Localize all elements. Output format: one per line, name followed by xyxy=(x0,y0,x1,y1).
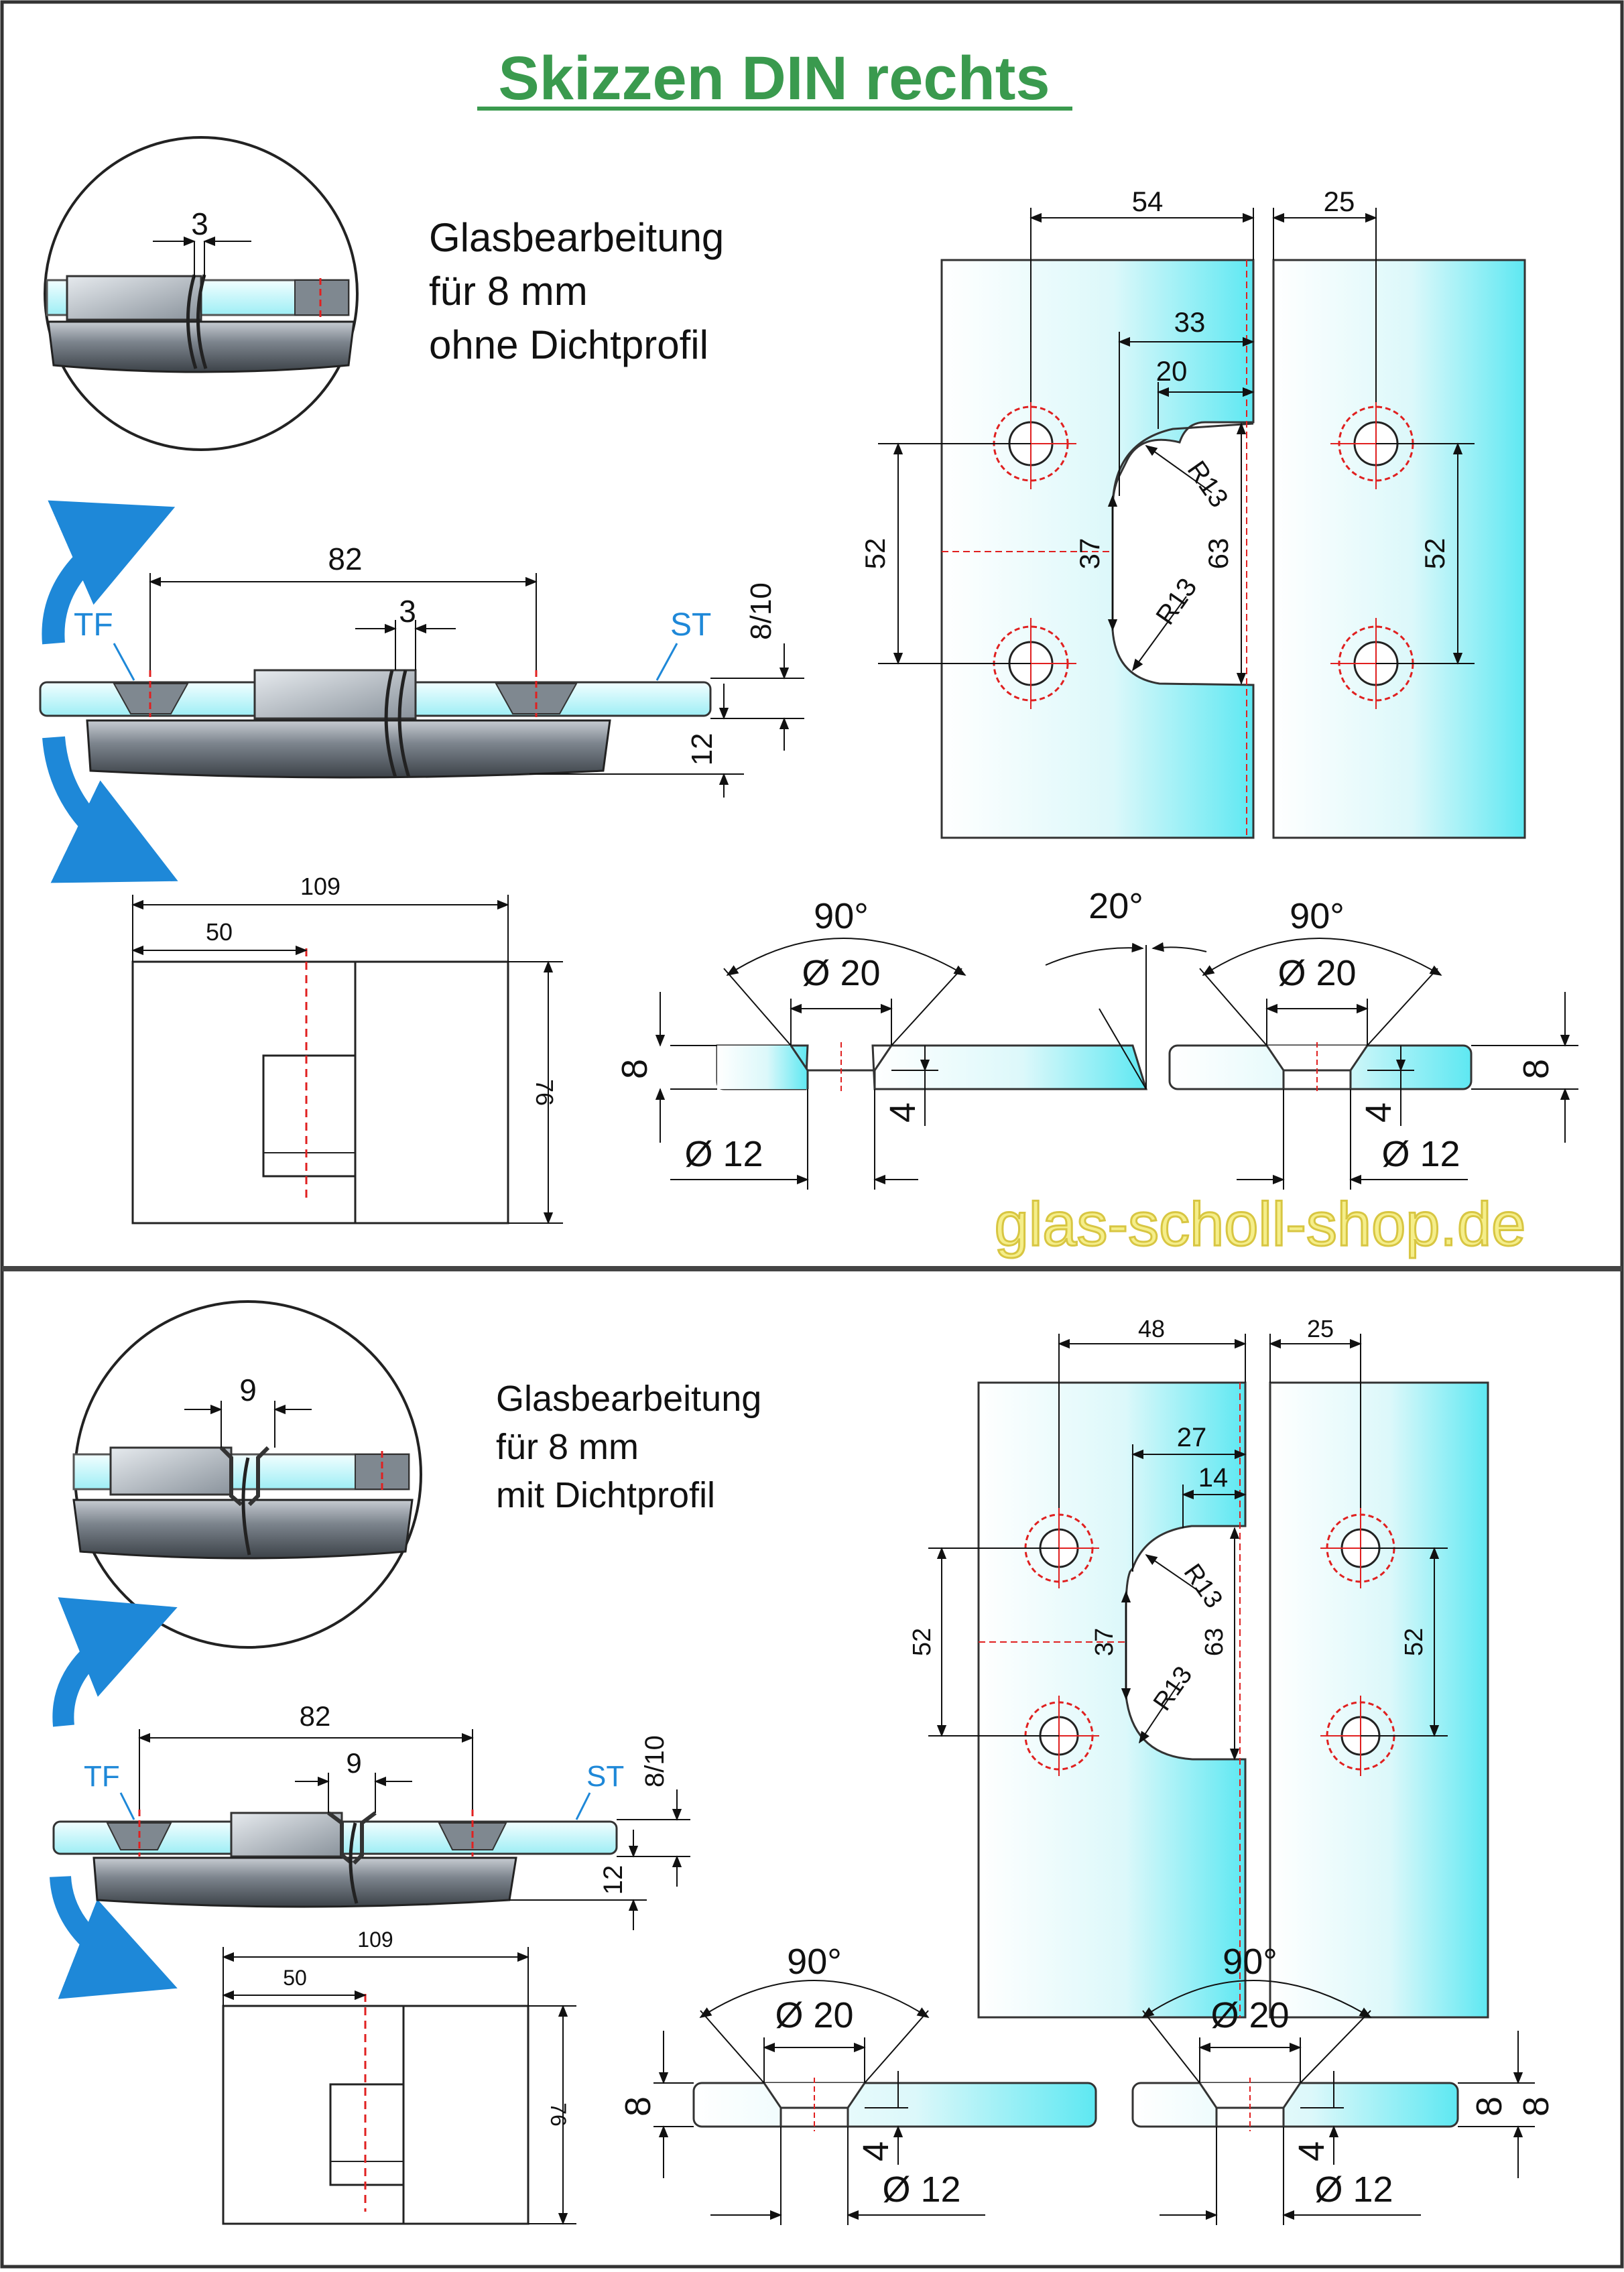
top-hinge-span: 82 xyxy=(328,542,362,576)
top-detail-circle: 3 xyxy=(44,136,359,451)
bottom-front-half: 50 xyxy=(283,1966,307,1990)
bottom-radius-top: R13 xyxy=(1178,1559,1228,1613)
top-countersink-right: 90° Ø 20 8 4 Ø 12 xyxy=(1168,896,1578,1190)
bottom-cs-left-dia-top: Ø 20 xyxy=(775,1995,853,2035)
page-title: Skizzen DIN rechts xyxy=(498,44,1050,113)
bottom-cs-left-thickness: 8 xyxy=(618,2096,658,2117)
top-dim-52-left: 52 xyxy=(859,538,891,570)
bottom-detail-circle: 9 xyxy=(72,1300,422,1649)
top-hinge-gap: 3 xyxy=(399,594,416,629)
top-front-width: 109 xyxy=(300,873,340,900)
top-dim-52-right: 52 xyxy=(1419,538,1450,570)
bottom-cs-right-angle: 90° xyxy=(1223,1942,1277,1982)
top-dim-33: 33 xyxy=(1174,306,1206,338)
bottom-hinge-span: 82 xyxy=(300,1700,331,1732)
bottom-dim-25: 25 xyxy=(1307,1315,1334,1342)
bottom-rotate-down-arrow xyxy=(50,1875,178,1999)
top-front-half: 50 xyxy=(206,918,233,946)
top-dim-37: 37 xyxy=(1074,538,1105,570)
bottom-dim-48: 48 xyxy=(1138,1315,1165,1342)
bottom-hinge-gap: 9 xyxy=(346,1747,361,1779)
bottom-cs-right-depth: 4 xyxy=(1292,2141,1332,2161)
top-front-height: 76 xyxy=(531,1079,558,1106)
top-dim-63: 63 xyxy=(1202,538,1234,570)
top-body-height: 12 xyxy=(686,733,719,766)
bottom-cs-right-thickness: 8 xyxy=(1469,2096,1509,2117)
bottom-detail-gap-label: 9 xyxy=(239,1373,257,1407)
top-cs-right-angle: 90° xyxy=(1290,896,1345,936)
top-cs-left-dia-top: Ø 20 xyxy=(802,953,880,993)
top-cs-left-dia-bottom: Ø 12 xyxy=(684,1134,763,1174)
bottom-dim-14: 14 xyxy=(1198,1463,1229,1493)
bottom-front-view: 109 50 76 xyxy=(222,1928,576,2225)
bottom-note-line-2: für 8 mm xyxy=(496,1427,639,1467)
top-glass-panels: 54 25 33 20 R13 R13 52 37 63 xyxy=(859,186,1526,839)
bottom-rotate-up-arrow xyxy=(52,1597,178,1727)
top-cs-left-bevel: 20° xyxy=(1088,886,1143,926)
top-note-line-1: Glasbearbeitung xyxy=(429,215,724,260)
bottom-dim-52-left: 52 xyxy=(908,1628,936,1656)
bottom-glass-thickness: 8/10 xyxy=(640,1735,670,1787)
bottom-st-label: ST xyxy=(586,1760,624,1793)
bottom-glass-panels: 48 25 27 14 R13 R13 52 37 63 xyxy=(908,1315,1489,2019)
bottom-cs-left-angle: 90° xyxy=(787,1942,842,1982)
bottom-body-height: 12 xyxy=(599,1865,628,1895)
bottom-note-line-1: Glasbearbeitung xyxy=(496,1379,761,1419)
bottom-hinge-side-view: 82 9 TF ST 8/10 12 xyxy=(52,1700,690,1930)
top-detail-gap-label: 3 xyxy=(191,206,208,241)
bottom-cs-right-thickness-2: 8 xyxy=(1516,2096,1556,2117)
top-cs-right-depth: 4 xyxy=(1359,1102,1399,1123)
top-st-label: ST xyxy=(670,607,711,643)
top-radius-top: R13 xyxy=(1182,456,1234,513)
top-radius-bottom: R13 xyxy=(1150,573,1202,630)
top-hinge-side-view: 82 3 TF ST 8/10 12 xyxy=(39,542,804,798)
top-note-line-3: ohne Dichtprofil xyxy=(429,322,708,367)
bottom-tf-label: TF xyxy=(84,1760,120,1793)
top-rotate-down-arrow xyxy=(42,736,178,883)
top-tf-label: TF xyxy=(74,607,113,643)
bottom-cs-right-dia-bottom: Ø 12 xyxy=(1314,2169,1393,2210)
top-rotate-up-arrow xyxy=(42,500,176,645)
top-section: 3 Glasbearbeitung für 8 mm ohne Dichtpro… xyxy=(39,136,1578,1260)
top-note-line-2: für 8 mm xyxy=(429,269,588,314)
bottom-cs-left-depth: 4 xyxy=(856,2141,896,2161)
bottom-note-line-3: mit Dichtprofil xyxy=(496,1475,715,1515)
bottom-countersink-left: 90° Ø 20 8 4 Ø 12 xyxy=(618,1942,1097,2225)
top-cs-right-thickness: 8 xyxy=(1516,1059,1556,1079)
bottom-dim-52-right: 52 xyxy=(1400,1628,1428,1656)
bottom-dim-27: 27 xyxy=(1177,1423,1207,1452)
bottom-dim-37: 37 xyxy=(1090,1628,1119,1656)
top-front-view: 109 50 76 xyxy=(131,873,563,1224)
top-cs-left-angle: 90° xyxy=(814,896,869,936)
bottom-front-height: 76 xyxy=(546,2102,570,2127)
bottom-countersink-right: 90° Ø 20 8 8 4 Ø 12 xyxy=(1131,1942,1556,2225)
watermark: glas-scholl-shop.de xyxy=(995,1190,1526,1259)
bottom-dim-63: 63 xyxy=(1200,1628,1229,1656)
bottom-cs-right-dia-top: Ø 20 xyxy=(1210,1995,1289,2035)
top-cs-left-thickness: 8 xyxy=(615,1059,655,1079)
top-cs-right-dia-bottom: Ø 12 xyxy=(1381,1134,1460,1174)
bottom-radius-bottom: R13 xyxy=(1148,1661,1198,1716)
top-dim-54: 54 xyxy=(1132,186,1164,217)
top-dim-25: 25 xyxy=(1324,186,1355,217)
bottom-cs-left-dia-bottom: Ø 12 xyxy=(882,2169,960,2210)
top-glass-thickness: 8/10 xyxy=(745,582,777,640)
top-cs-right-dia-top: Ø 20 xyxy=(1277,953,1356,993)
top-cs-left-depth: 4 xyxy=(883,1102,923,1123)
bottom-section: 9 Glasbearbeitung für 8 mm mit Dichtprof… xyxy=(50,1300,1556,2225)
top-countersink-left: 90° Ø 20 8 4 Ø 12 20° xyxy=(615,886,1207,1190)
top-dim-20: 20 xyxy=(1156,355,1188,387)
bottom-front-width: 109 xyxy=(357,1928,393,1952)
